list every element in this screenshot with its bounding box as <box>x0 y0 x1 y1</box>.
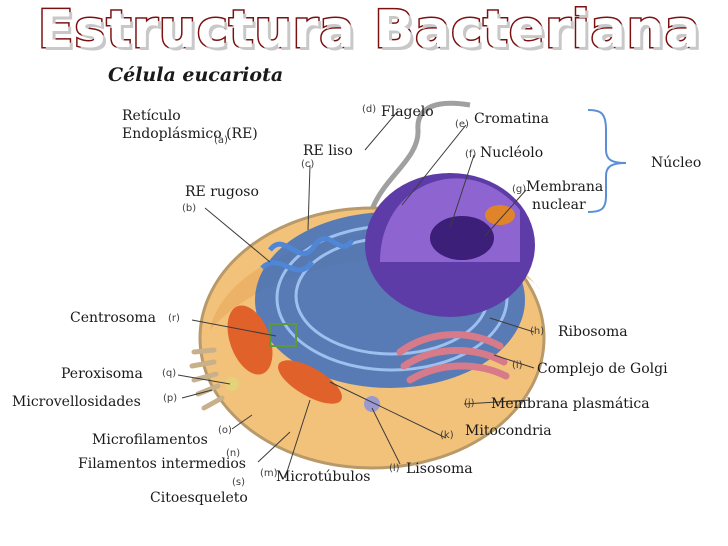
lysosome <box>364 396 380 412</box>
label-reticulo-2: Endoplásmico (RE) <box>122 126 258 143</box>
marker-r: (r) <box>168 313 180 324</box>
label-microfilamentos: Microfilamentos <box>92 432 208 449</box>
label-nucleolo: Nucléolo <box>480 145 543 162</box>
marker-q: (q) <box>162 368 176 379</box>
marker-i: (i) <box>512 360 523 371</box>
marker-p: (p) <box>163 393 177 404</box>
label-mitocondria: Mitocondria <box>465 423 552 440</box>
label-cromatina: Cromatina <box>474 111 549 128</box>
marker-c: (c) <box>301 159 314 170</box>
label-re-liso: RE liso <box>303 143 353 160</box>
marker-e: (e) <box>455 119 469 130</box>
marker-o: (o) <box>218 425 232 436</box>
marker-f: (f) <box>465 149 476 160</box>
label-microvellosidades: Microvellosidades <box>12 394 141 411</box>
marker-j: (j) <box>464 398 475 409</box>
marker-s: (s) <box>232 477 245 488</box>
nucleus-bracket <box>588 110 626 212</box>
label-membrana-nuclear: Membrana <box>526 179 603 196</box>
label-nucleo: Núcleo <box>651 155 701 172</box>
label-centrosoma: Centrosoma <box>70 310 156 327</box>
label-filamentos-intermedios: Filamentos intermedios <box>78 456 246 473</box>
label-reticulo: Retículo <box>122 108 181 125</box>
label-membrana-nuclear-2: nuclear <box>532 197 586 214</box>
label-re-rugoso: RE rugoso <box>185 184 259 201</box>
marker-d: (d) <box>362 104 376 115</box>
marker-m: (m) <box>260 468 278 479</box>
nucleolus <box>430 216 494 260</box>
marker-l: (l) <box>389 463 400 474</box>
label-membrana-plasmatica: Membrana plasmática <box>491 396 650 413</box>
label-peroxisoma: Peroxisoma <box>61 366 143 383</box>
label-citoesqueleto: Citoesqueleto <box>150 490 248 507</box>
marker-k: (k) <box>440 430 454 441</box>
marker-b: (b) <box>182 203 196 214</box>
label-ribosoma: Ribosoma <box>558 324 628 341</box>
label-lisosoma: Lisosoma <box>406 461 473 478</box>
label-complejo-golgi: Complejo de Golgi <box>537 361 668 378</box>
label-flagelo: Flagelo <box>381 104 434 121</box>
marker-g: (g) <box>512 184 526 195</box>
marker-h: (h) <box>530 326 544 337</box>
label-microtubulos: Microtúbulos <box>276 469 371 486</box>
